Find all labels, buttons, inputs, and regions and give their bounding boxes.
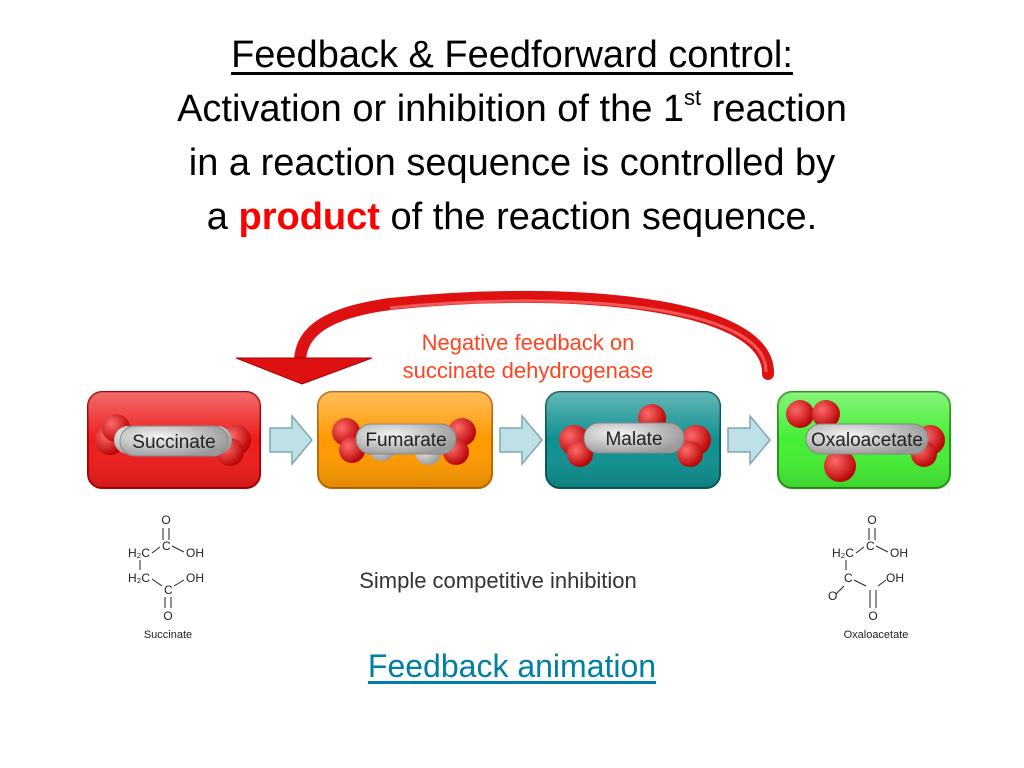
molecule-oxaloacetate: Oxaloacetate (777, 391, 951, 489)
svg-text:OH: OH (186, 571, 204, 585)
svg-text:H₂C: H₂C (832, 546, 854, 560)
molecule-label-succinate: Succinate (132, 432, 215, 453)
molecule-label-malate: Malate (605, 429, 662, 450)
svg-text:C: C (164, 583, 173, 597)
structure-oxaloacetate: O H₂C C OH C OH O O Oxaloacetate (828, 513, 908, 641)
feedback-arc-highlight (389, 299, 768, 373)
molecule-label-fumarate: Fumarate (365, 430, 446, 451)
svg-text:H₂C: H₂C (128, 546, 150, 560)
heading-line-2: in a reaction sequence is controlled by (188, 142, 836, 184)
heading-line-1: Activation or inhibition of the 1st reac… (177, 85, 847, 131)
svg-text:O: O (163, 609, 172, 623)
svg-text:O: O (868, 609, 877, 623)
svg-text:OH: OH (886, 571, 904, 585)
flow-arrow-1 (269, 413, 313, 467)
flow-arrow-3 (727, 413, 771, 467)
reaction-sequence-diagram: Negative feedback on succinate dehydroge… (87, 290, 951, 641)
feedback-label-line-2: succinate dehydrogenase (403, 358, 654, 383)
molecule-succinate: Succinate (87, 391, 261, 489)
structure-caption-oxaloacetate: Oxaloacetate (844, 629, 909, 641)
svg-text:C: C (162, 539, 171, 553)
svg-text:C: C (844, 571, 853, 585)
heading-line-3: a product of the reaction sequence. (206, 196, 818, 238)
structure-caption-succinate: Succinate (144, 629, 192, 641)
svg-text:H₂C: H₂C (128, 571, 150, 585)
molecule-label-oxaloacetate: Oxaloacetate (811, 430, 923, 451)
structure-succinate: O H₂C C OH H₂C C OH O Succinate (128, 513, 204, 641)
svg-text:OH: OH (890, 546, 908, 560)
feedback-animation-link[interactable]: Feedback animation (367, 648, 657, 684)
svg-text:C: C (866, 539, 875, 553)
molecule-malate: Malate (545, 391, 721, 489)
feedback-arc (294, 290, 775, 380)
slide-title: Feedback & Feedforward control: (231, 34, 793, 76)
svg-text:OH: OH (186, 546, 204, 560)
slide-heading: Feedback & Feedforward control: Activati… (0, 28, 1024, 244)
ordinal-superscript: st (684, 85, 702, 110)
svg-text:O: O (161, 513, 170, 527)
svg-text:O: O (867, 513, 876, 527)
product-emphasis: product (238, 196, 380, 238)
feedback-arrowhead (235, 357, 373, 385)
flow-arrow-2 (499, 413, 543, 467)
feedback-label-line-1: Negative feedback on (422, 330, 635, 355)
molecule-fumarate: Fumarate (317, 391, 493, 489)
svg-text:O: O (828, 589, 837, 603)
inhibition-label: Simple competitive inhibition (359, 568, 637, 593)
